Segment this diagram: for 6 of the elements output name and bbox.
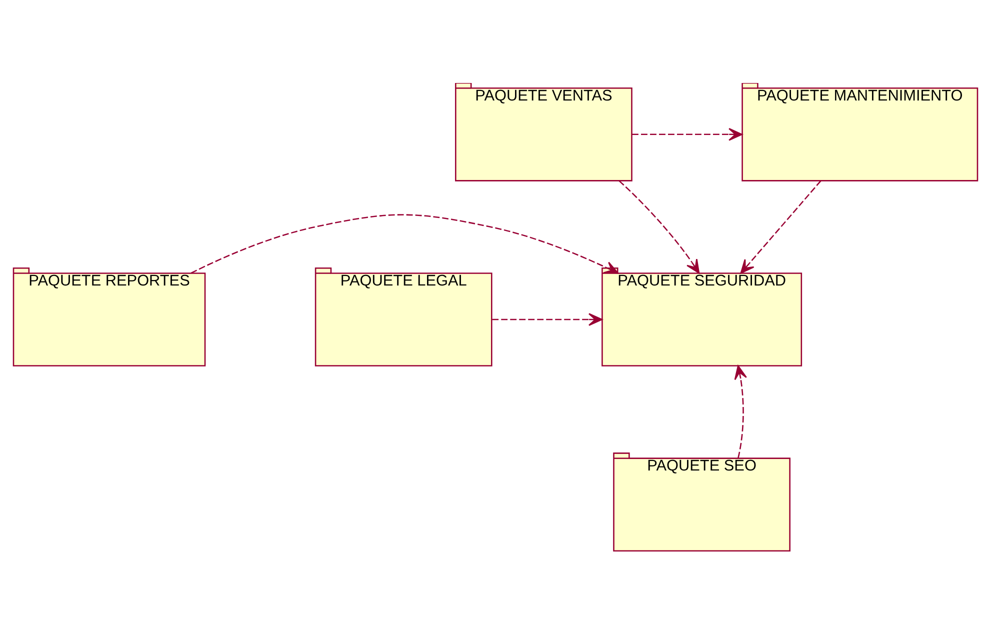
arrow	[740, 180, 822, 274]
arrow	[734, 365, 747, 458]
arrow	[492, 313, 603, 326]
arrow	[190, 214, 618, 274]
arrow	[618, 180, 700, 274]
arrow	[632, 128, 743, 141]
